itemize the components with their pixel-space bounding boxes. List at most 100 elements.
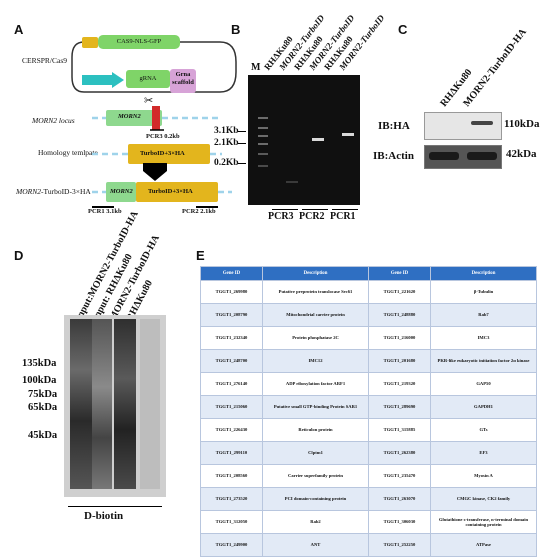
marker-135: 135kDa [22, 358, 57, 369]
description-cell: GTs [430, 418, 537, 442]
gene-id-cell: TGGT1_289690 [368, 395, 431, 419]
gene-id-cell: TGGT1_232340 [200, 326, 263, 350]
panel-b-letter: B [231, 22, 241, 37]
promoter-box [82, 37, 98, 48]
wb-lane-2: MORN2-TurboID-HA [461, 26, 529, 109]
description-cell: Putative preprotein translocase Sec61 [262, 280, 369, 304]
description-cell: β-Tubulin [430, 280, 537, 304]
turbo-bar-label: TurboID+3×HA [140, 150, 185, 157]
size-2-1kb: 2.1Kb [214, 138, 239, 148]
table-header-row: Gene ID Description Gene ID Description [200, 266, 537, 281]
panel-c-letter: C [398, 22, 408, 37]
gene-id-cell: TGGT1_306030 [368, 510, 431, 534]
locus-diagram [92, 106, 222, 131]
protein-table-container: Gene ID Description Gene ID Description … [200, 266, 537, 557]
crispr-label: CERSPR/Cas9 [22, 56, 68, 65]
description-cell: GAPDH1 [430, 395, 537, 419]
d-biotin-label: D-biotin [84, 510, 124, 522]
actin-blot [424, 145, 502, 169]
streptavidin-blot [64, 315, 166, 497]
ib-ha-label: IB:HA [378, 120, 410, 132]
gene-id-cell: TGGT1_235470 [368, 464, 431, 488]
gene-id-cell: TGGT1_216000 [368, 326, 431, 350]
pcr2-label: PCR2 2.1kb [182, 208, 216, 215]
description-cell: EF3 [430, 441, 537, 465]
gene-id-cell: TGGT1_208790 [200, 303, 263, 327]
header-gene-id-2: Gene ID [368, 266, 431, 281]
description-cell: Rab7 [430, 303, 537, 327]
gene-id-cell: TGGT1_226430 [200, 418, 263, 442]
description-cell: CMGC kinase, CK2 family [430, 487, 537, 511]
homology-diagram [92, 144, 222, 164]
gene-id-cell: TGGT1_248700 [200, 349, 263, 373]
down-arrow-icon [143, 163, 167, 181]
size-3-1kb: 3.1Kb [214, 126, 239, 136]
description-cell: Myosin A [430, 464, 537, 488]
marker-lane-label: M [251, 62, 261, 73]
gene-id-cell: TGGT1_219320 [368, 372, 431, 396]
size-0-2kb: 0.2Kb [214, 158, 239, 168]
grna-promoter-arrow [82, 72, 124, 88]
description-cell: Reticulon protein [262, 418, 369, 442]
gene-id-cell: TGGT1_315885 [368, 418, 431, 442]
pcr2-lane-label: PCR2 [299, 211, 325, 222]
locus-label: MORN2 locus [32, 116, 75, 125]
scaffold-bar: Grna scaffold [170, 69, 196, 93]
fusion-morn2: MORN2 [110, 188, 133, 195]
description-cell: Carrier superfamily protein [262, 464, 369, 488]
fusion-diagram [92, 182, 232, 202]
gene-id-cell: TGGT1_215060 [200, 395, 263, 419]
protein-table: Gene ID Description Gene ID Description … [200, 266, 537, 557]
marker-100: 100kDa [22, 375, 57, 386]
pcr1-lane-label: PCR1 [330, 211, 356, 222]
gene-id-cell: TGGT1_312050 [200, 510, 263, 534]
gene-id-cell: TGGT1_299110 [200, 441, 263, 465]
ha-band [471, 121, 493, 125]
description-cell: PCI domain-containing protein [262, 487, 369, 511]
cas9-bar: CAS9-NLS-GFP [98, 35, 180, 49]
header-gene-id-1: Gene ID [200, 266, 263, 281]
plasmid-diagram [71, 41, 237, 93]
pcr3-lane-label: PCR3 [268, 211, 294, 222]
description-cell: Glutathione s-transferase, n-terminal do… [430, 510, 537, 534]
description-cell: ADP ribosylation factor ARF1 [262, 372, 369, 396]
description-cell: Mitochondrial carrier protein [262, 303, 369, 327]
description-cell: Clptm1 [262, 441, 369, 465]
gene-id-cell: TGGT1_201680 [368, 349, 431, 373]
panel-e-letter: E [196, 248, 205, 263]
description-cell: Protein phosphatase 2C [262, 326, 369, 350]
description-cell: Putative small GTP-binding Protein SAR1 [262, 395, 369, 419]
pcr3-band [286, 181, 298, 183]
gene-id-cell: TGGT1_248880 [368, 303, 431, 327]
homology-label: Homology temlpate [38, 148, 98, 157]
ha-blot [424, 112, 502, 140]
pcr2-band [312, 138, 324, 141]
marker-75: 75kDa [28, 389, 58, 400]
fusion-label: MORN2-TurboID-3×HA [16, 187, 91, 196]
marker-45: 45kDa [28, 430, 58, 441]
ha-size: 110kDa [504, 118, 540, 130]
marker-65: 65kDa [28, 402, 58, 413]
description-cell: GAP50 [430, 372, 537, 396]
gene-id-cell: TGGT1_276140 [200, 372, 263, 396]
pcr2-primer-line [196, 206, 218, 208]
header-description-2: Description [430, 266, 537, 281]
gene-id-cell: TGGT1_269980 [200, 280, 263, 304]
agarose-gel [248, 75, 360, 205]
pcr1-band [342, 133, 354, 136]
gene-id-cell: TGGT1_221620 [368, 280, 431, 304]
gene-id-cell: TGGT1_262380 [368, 441, 431, 465]
grna-bar: gRNA [126, 70, 170, 88]
description-cell: PKR-like eukaryotic initiation factor 2α… [430, 349, 537, 373]
ib-actin-label: IB:Actin [373, 150, 414, 162]
description-cell: IMC3 [430, 326, 537, 350]
pcr3-label: PCR3 0.2kb [146, 133, 180, 140]
